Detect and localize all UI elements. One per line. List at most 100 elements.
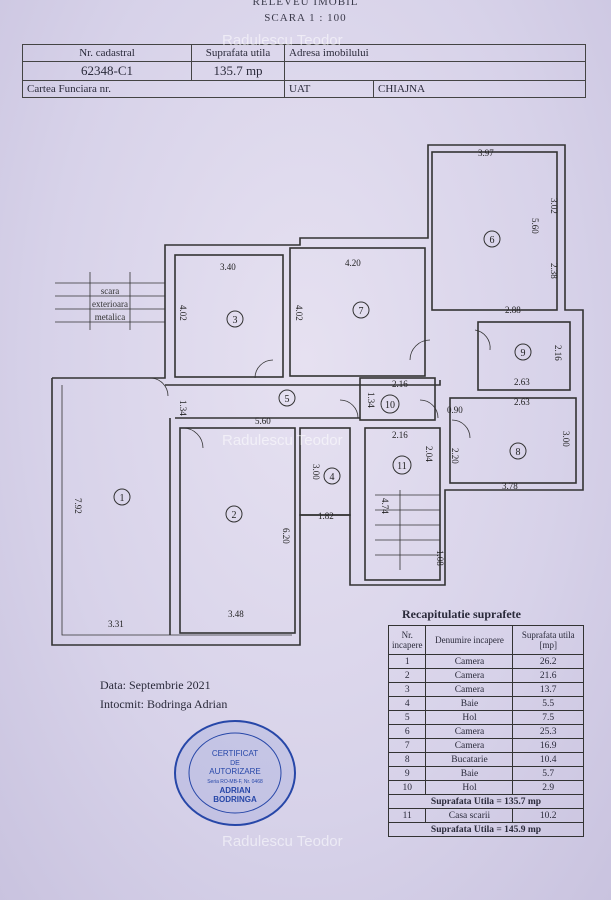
dim-label: 2.63 [514,377,530,387]
dim-label: 3.00 [561,431,571,447]
date-label: Data: Septembrie 2021 [100,678,211,692]
dim-label: 7.92 [73,498,83,514]
dim-label: 3.31 [108,619,124,629]
cell: Camera [425,738,514,753]
room-2-walls [179,427,296,634]
dim-label: 1.34 [366,392,376,408]
total-row: Suprafata Utila = 145.9 mp [388,822,584,837]
cell: 2.9 [512,780,584,795]
dim-label: 3.40 [220,262,236,272]
surface-label: Suprafata utila [191,44,285,62]
dim-label: 5.60 [255,416,271,426]
cell: Camera [425,668,514,683]
total-cell: Suprafata Utila = 145.9 mp [388,822,584,837]
dim-label: 1.34 [178,400,188,416]
cell: 3 [387,682,427,697]
room-number-4: 4 [330,472,335,483]
cell: Baie [425,766,514,781]
total-cell: Suprafata Utila = 135.7 mp [388,794,584,809]
dim-label: 6.20 [281,528,291,544]
cell: Hol [425,710,514,725]
dim-label: 3.02 [549,198,559,214]
cadastral-nr-label: Nr. cadastral [22,44,192,62]
room-number-5: 5 [285,394,290,405]
dim-label: 1.08 [435,550,445,566]
watermark: Radulescu Teodor [222,432,343,449]
dim-label: 2.63 [514,397,530,407]
cell: 1 [387,654,427,669]
cell: 26.2 [512,654,584,669]
stair-label-1: scara [101,286,119,296]
recap-table: Nr. incapere Denumire incapere Suprafata… [387,625,584,837]
stamp-line-4: Seria RO-MB-F, Nr. 0468 [207,779,263,785]
cell: 6 [387,724,427,739]
outer-wall [51,144,584,646]
room-number-7: 7 [359,306,364,317]
dim-label: 2.04 [424,446,434,462]
dim-label: 3.97 [478,148,494,158]
watermark: Radulescu Teodor [222,833,343,850]
cell: 5.7 [512,766,584,781]
dim-label: 2.16 [392,430,408,440]
cell: 7.5 [512,710,584,725]
room-4-walls [299,427,351,516]
author-label: Intocmit: Bodringa Adrian [100,697,228,711]
cell: 5 [387,710,427,725]
cell: Baie [425,696,514,711]
room-number-3: 3 [233,315,238,326]
dim-label: 3.00 [311,464,321,480]
cell: 11 [387,808,427,823]
room-3-walls [174,254,284,378]
dim-label: 4.02 [178,305,188,321]
dim-label: 4.74 [380,498,390,514]
room-7-walls [289,247,426,377]
room-number-9: 9 [521,348,526,359]
stamp-line-6: BODRINGA [213,795,257,804]
cell: Casa scarii [425,808,514,823]
room-number-11: 11 [397,461,407,472]
cell: Bucatarie [425,752,514,767]
room-number-2: 2 [232,510,237,521]
dim-label: 1.82 [318,511,334,521]
cell: 25.3 [512,724,584,739]
recap-title: Recapitulatie suprafete [402,607,521,621]
recap-header: Denumire incapere [425,625,514,655]
cell: 2 [387,668,427,683]
recap-header: Suprafata utila [mp] [512,625,584,655]
total-row: Suprafata Utila = 135.7 mp [388,794,584,809]
room-11-walls [364,427,441,581]
dim-label: 4.02 [294,305,304,321]
dim-label: 5.60 [530,218,540,234]
cell: 8 [387,752,427,767]
cell: Hol [425,780,514,795]
cell: Camera [425,724,514,739]
stair-label-3: metalica [95,312,125,322]
cell: Camera [425,682,514,697]
cell: 13.7 [512,682,584,697]
dim-label: 4.20 [345,258,361,268]
dim-label: 2.16 [392,379,408,389]
stair-label-2: exterioara [92,299,128,309]
stamp-line-5: ADRIAN [219,786,250,795]
room-number-1: 1 [120,493,125,504]
dim-label: 2.88 [505,305,521,315]
cell: 10 [387,780,427,795]
cell: 5.5 [512,696,584,711]
stamp: CERTIFICAT DE AUTORIZARE Seria RO-MB-F, … [174,720,296,826]
stamp-line-2: DE [230,760,240,767]
room-6-walls [431,151,558,311]
scale-label: SCARA 1 : 100 [264,12,347,24]
dim-label: 3.48 [228,609,244,619]
cadastral-table: Nr. cadastral Suprafata utila Adresa imo… [22,44,586,98]
dim-label: 2.20 [450,448,460,464]
